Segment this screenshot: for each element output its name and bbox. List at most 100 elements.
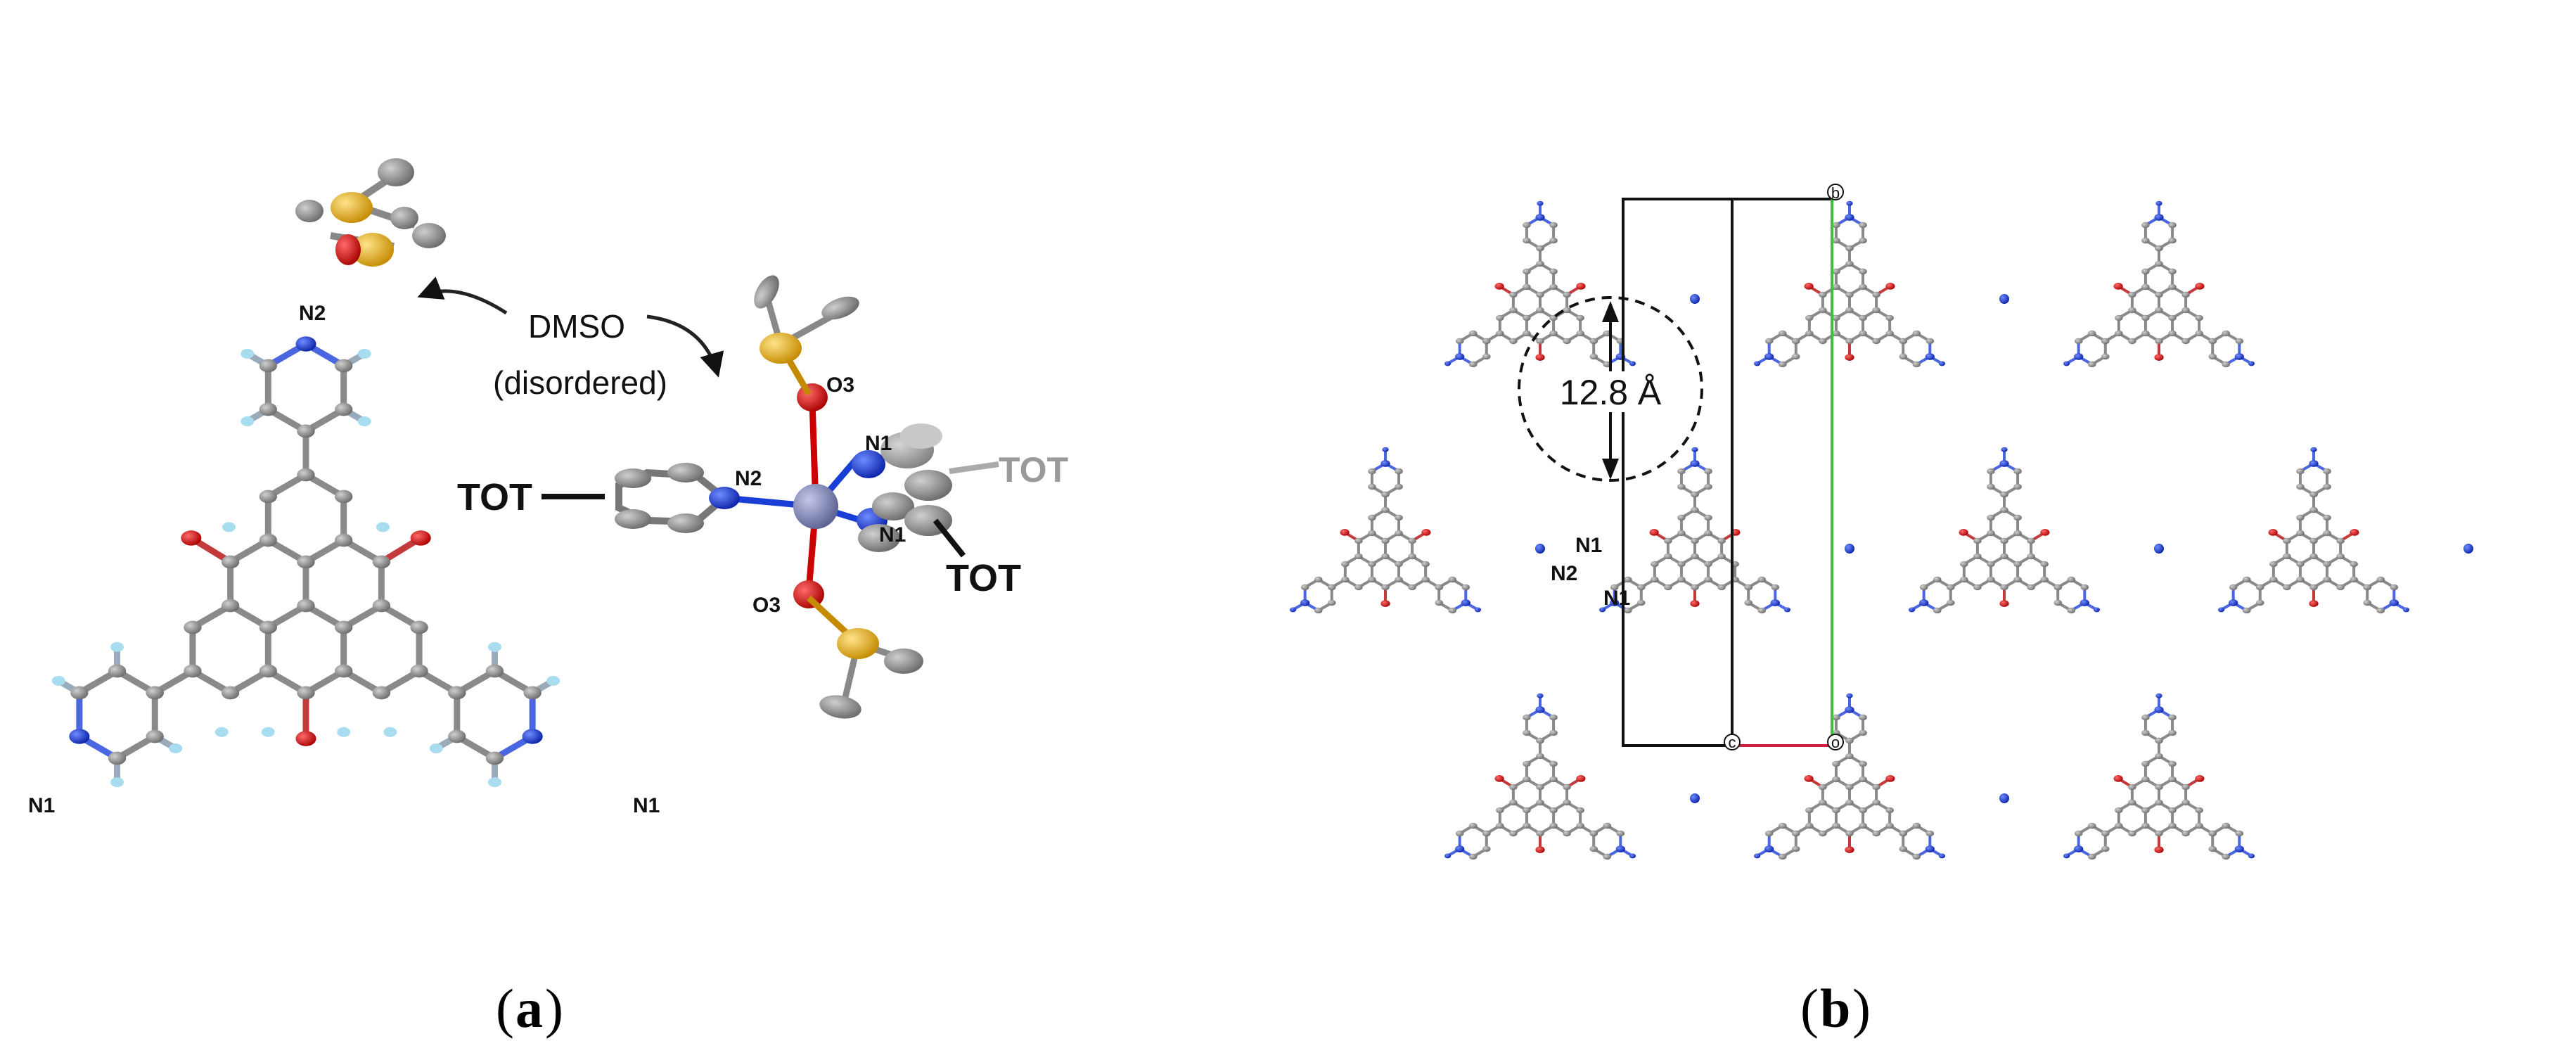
packing-atom-c	[1549, 714, 1558, 721]
tot-atom-c	[297, 468, 315, 482]
pore-circle	[1518, 296, 1703, 482]
packing-atom-c	[1468, 330, 1478, 337]
packing-atom-n-link	[2463, 544, 2473, 554]
tot-atom-h	[222, 522, 236, 532]
packing-atom-c	[2000, 584, 2008, 591]
caption-b-letter: b	[1820, 978, 1850, 1039]
packing-atom-c	[1704, 483, 1712, 490]
tot-atom-c	[221, 555, 240, 569]
packing-atom-c	[2141, 729, 2150, 736]
packing-atom-c	[1859, 237, 1867, 244]
packing-atom-c	[2141, 268, 2150, 275]
tot-atom-n	[522, 729, 543, 744]
tot-atom-c	[485, 664, 504, 678]
packing-atom-c	[2390, 584, 2399, 591]
packing-atom-c	[1832, 714, 1840, 721]
packing-atom-c	[1832, 222, 1840, 229]
caption-a-letter: a	[515, 978, 543, 1039]
packing-atom-n	[1535, 214, 1545, 221]
packing-atom-c	[2363, 599, 2371, 606]
tot-atom-c	[372, 686, 391, 700]
distance-label: 12.8 Å	[1560, 373, 1662, 412]
packing-atom-c	[1792, 845, 1800, 852]
packing-atom-c	[1509, 799, 1518, 806]
packing-atom-c	[1509, 291, 1518, 298]
packing-atom-o	[1576, 283, 1586, 290]
packing-atom-c	[1805, 330, 1814, 337]
packing-atom-n	[1938, 361, 1946, 366]
packing-atom-c	[1960, 576, 1968, 583]
packing-atom-c	[2101, 338, 2110, 345]
packing-atom-c	[2168, 222, 2177, 229]
packing-atom-c	[2168, 714, 2177, 721]
packing-atom-c	[1589, 830, 1598, 837]
label-n1-upper: N1	[865, 432, 892, 455]
tot-atom-h	[383, 727, 397, 737]
packing-atom-c	[2141, 283, 2150, 290]
packing-atom-n	[1691, 447, 1698, 452]
packing-atom-n	[1846, 200, 1853, 206]
packing-atom-c	[1549, 807, 1558, 814]
packing-atom-c	[1482, 353, 1491, 360]
tot-atom-c	[146, 729, 164, 743]
packing-atom-n	[1444, 853, 1452, 859]
tot-atom-c	[335, 402, 353, 416]
packing-atom-c	[1314, 576, 1323, 583]
packing-atom-c	[1381, 553, 1390, 560]
packing-atom-o	[1959, 529, 1968, 536]
packing-atom-c	[1395, 483, 1403, 490]
packing-atom-c	[2115, 807, 2123, 814]
packing-atom-n	[1845, 706, 1854, 713]
packing-atom-c	[1845, 245, 1854, 252]
packing-atom-c	[1899, 338, 1907, 345]
packing-atom-c	[1859, 822, 1867, 829]
packing-atom-c	[1677, 576, 1686, 583]
label-n1-b: N1	[1603, 587, 1630, 610]
packing-atom-c	[1704, 514, 1712, 521]
packing-atom-c	[2235, 338, 2244, 345]
packing-atom-c	[2027, 553, 2035, 560]
packing-atom-c	[1328, 584, 1336, 591]
packing-atom-c	[1603, 853, 1612, 860]
packing-atom-c	[2309, 491, 2318, 498]
packing-atom-c	[1408, 553, 1416, 560]
packing-atom-c	[1523, 822, 1531, 829]
packing-atom-c	[2128, 307, 2136, 314]
packing-atom-c	[1435, 599, 1443, 606]
packing-atom-c	[1757, 607, 1767, 614]
packing-atom-c	[2168, 760, 2177, 767]
packing-atom-n	[1764, 353, 1774, 360]
packing-atom-c	[1987, 468, 1995, 475]
packing-atom-c	[2168, 807, 2177, 814]
packing-atom-c	[1395, 561, 1403, 568]
packing-atom-n	[2217, 607, 2225, 613]
packing-atom-c	[1832, 330, 1840, 337]
packing-atom-n	[1461, 599, 1470, 606]
packing-atom-c	[1482, 338, 1491, 345]
packing-atom-c	[1354, 584, 1363, 591]
packing-atom-n	[2154, 214, 2164, 221]
packing-atom-o	[1804, 283, 1814, 290]
packing-atom-c	[1717, 584, 1726, 591]
packing-atom-c	[1549, 330, 1558, 337]
packing-atom-c	[1563, 830, 1571, 837]
label-n1-lower: N1	[879, 523, 906, 547]
packing-atom-c	[1664, 537, 1672, 544]
packing-atom-c	[2141, 714, 2150, 721]
packing-atom-c	[1509, 784, 1518, 791]
packing-atom-c	[2222, 853, 2231, 860]
packing-atom-c	[2155, 830, 2163, 837]
packing-atom-c	[1576, 314, 1584, 321]
packing-atom-o	[1999, 600, 2009, 607]
packing-atom-c	[1845, 737, 1854, 744]
packing-atom-c	[1771, 584, 1780, 591]
packing-atom-c	[1872, 784, 1880, 791]
packing-atom-c	[1744, 599, 1752, 606]
packing-atom-c	[1859, 268, 1867, 275]
packing-atom-c	[2309, 537, 2318, 544]
packing-atom-c	[2168, 330, 2177, 337]
packing-atom-c	[1368, 576, 1376, 583]
packing-atom-c	[2323, 561, 2331, 568]
packing-atom-c	[1616, 830, 1625, 837]
packing-atom-c	[2222, 822, 2231, 829]
